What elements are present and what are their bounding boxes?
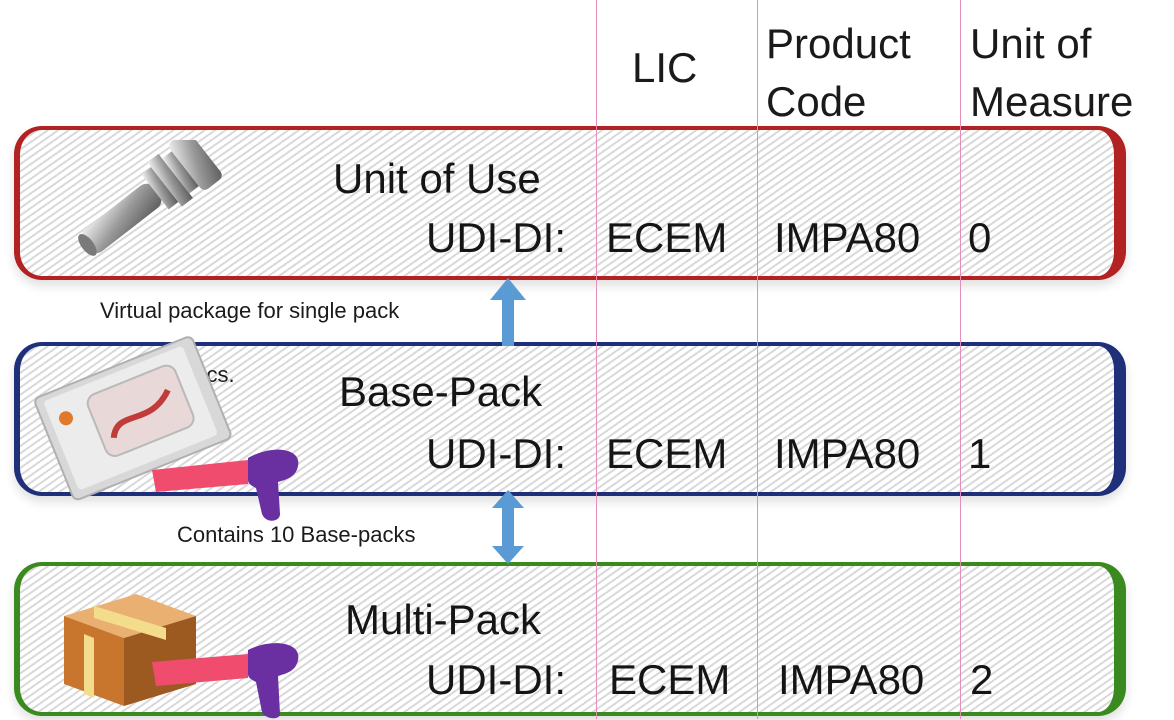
product-code-value-multi-pack: IMPA80 [778, 656, 925, 703]
column-divider-product-code [757, 0, 758, 719]
header-lic: LIC [632, 44, 698, 91]
header-uom-line2: Measure [970, 78, 1134, 125]
shaft-component-icon [78, 140, 222, 256]
barcode-scanner-icon [152, 643, 299, 719]
column-divider-lic [596, 0, 597, 719]
band-multi-pack [14, 562, 1126, 716]
connector-label-virtual-package: Virtual package for single pack [100, 298, 400, 323]
level-title-multi-pack: Multi-Pack [345, 596, 542, 643]
uom-value-unit-of-use: 0 [968, 214, 992, 261]
product-code-value-unit-of-use: IMPA80 [774, 214, 921, 261]
level-title-unit-of-use: Unit of Use [333, 155, 541, 202]
up-arrow-icon [490, 278, 526, 346]
lic-value-unit-of-use: ECEM [606, 214, 728, 261]
uom-value-base-pack: 1 [968, 430, 992, 477]
udi-label-multi-pack: UDI-DI: [426, 656, 566, 703]
lic-value-base-pack: ECEM [606, 430, 728, 477]
header-product-code-line2: Code [766, 78, 867, 125]
header-product-code-line1: Product [766, 20, 911, 67]
udi-label-unit-of-use: UDI-DI: [426, 214, 566, 261]
double-arrow-icon [492, 490, 524, 564]
level-title-base-pack: Base-Pack [339, 368, 543, 415]
lic-value-multi-pack: ECEM [609, 656, 731, 703]
uom-value-multi-pack: 2 [970, 656, 994, 703]
blister-pack-icon [34, 336, 232, 501]
product-code-value-base-pack: IMPA80 [774, 430, 921, 477]
udi-label-base-pack: UDI-DI: [426, 430, 566, 477]
connector-label-contains-base-packs: Contains 10 Base-packs [177, 522, 416, 547]
barcode-scanner-icon [152, 449, 299, 521]
column-divider-uom [960, 0, 961, 719]
header-uom-line1: Unit of [970, 20, 1092, 67]
